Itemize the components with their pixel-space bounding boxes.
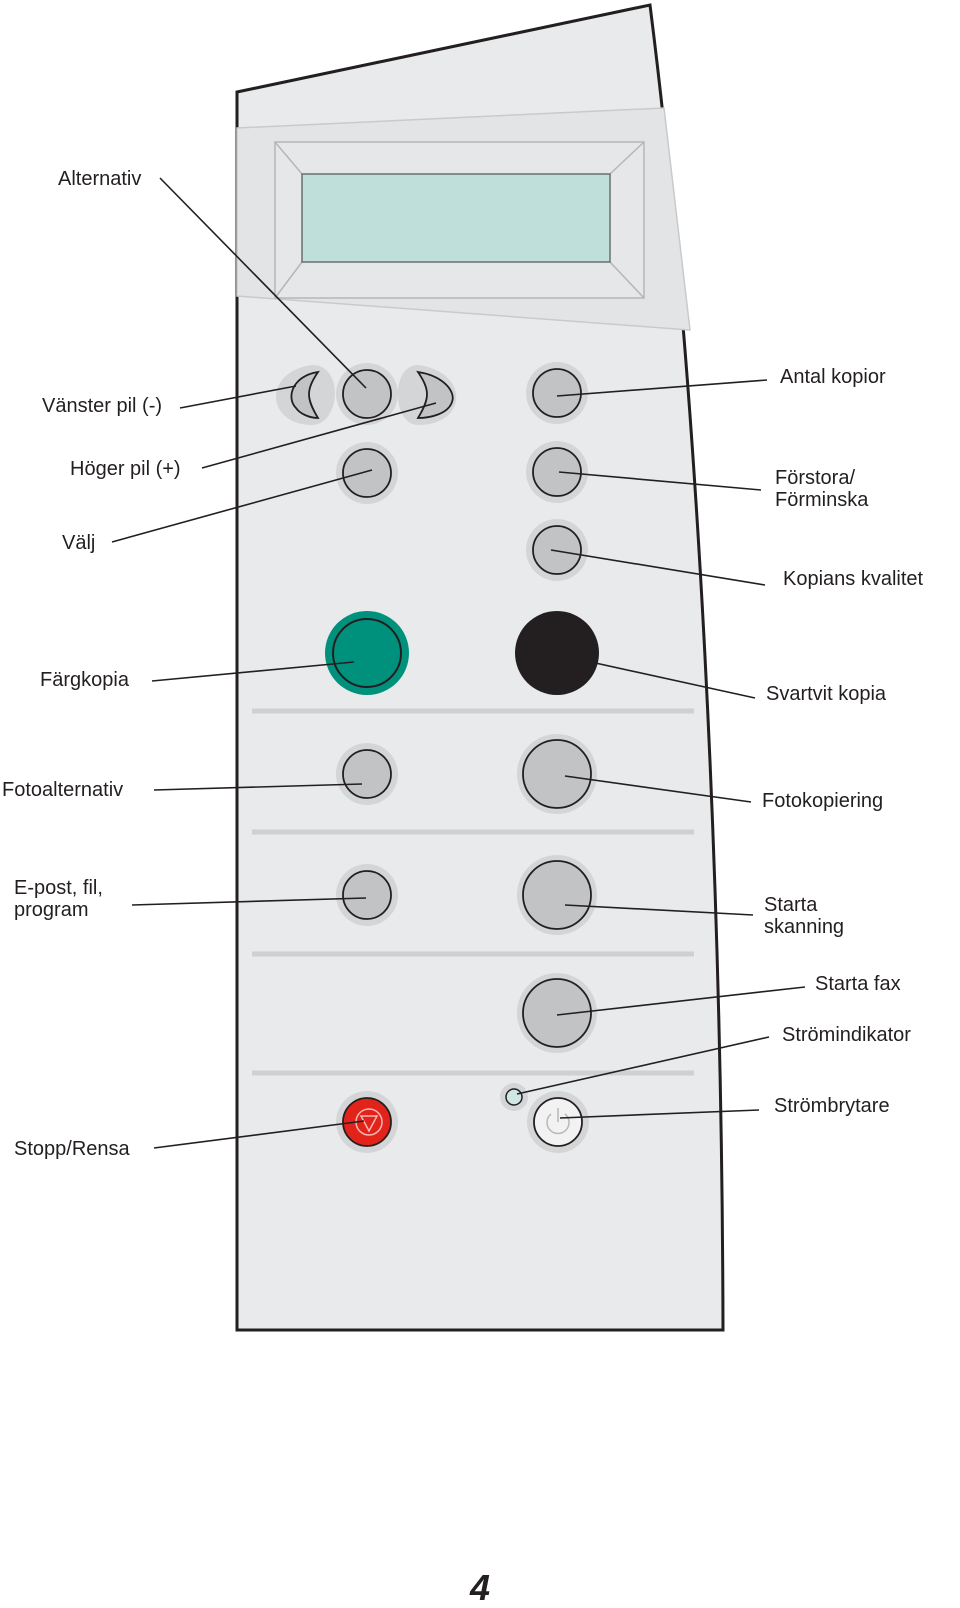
photo-copy-button[interactable]	[517, 734, 597, 814]
right-arrow-button[interactable]	[397, 365, 457, 425]
enlarge-reduce-button[interactable]	[526, 441, 588, 503]
email-file-program-button[interactable]	[336, 864, 398, 926]
label-epost: E-post, fil, program	[14, 877, 103, 921]
start-scan-button[interactable]	[517, 855, 597, 935]
stop-triangle-icon	[359, 1115, 379, 1133]
photo-options-button[interactable]	[336, 743, 398, 805]
color-copy-button[interactable]	[325, 611, 409, 695]
copy-count-button[interactable]	[526, 362, 588, 424]
label-hoger-pil: Höger pil (+)	[70, 458, 181, 480]
options-button[interactable]	[336, 363, 398, 425]
label-starta-fax: Starta fax	[815, 973, 901, 995]
label-stromindikator: Strömindikator	[782, 1024, 911, 1046]
label-fotokopiering: Fotokopiering	[762, 790, 884, 812]
lcd-display	[301, 173, 611, 263]
black-copy-button[interactable]	[515, 611, 599, 695]
label-fotoalternativ: Fotoalternativ	[2, 779, 124, 801]
label-starta-skanning: Starta skanning	[764, 894, 845, 938]
label-valj: Välj	[62, 532, 96, 554]
power-indicator-light	[500, 1083, 528, 1111]
stop-clear-button[interactable]	[336, 1091, 398, 1153]
page-number: 4	[469, 1567, 491, 1608]
label-svartvit: Svartvit kopia	[766, 683, 887, 705]
label-vanster-pil: Vänster pil (-)	[42, 395, 163, 417]
power-button[interactable]	[527, 1091, 589, 1153]
label-alternativ: Alternativ	[58, 168, 142, 190]
label-forstora: Förstora/ Förminska	[775, 467, 869, 511]
select-button[interactable]	[336, 442, 398, 504]
leader-lines	[111, 177, 806, 1149]
copy-quality-button[interactable]	[526, 519, 588, 581]
label-kopians-kvalitet: Kopians kvalitet	[783, 568, 924, 590]
panel-dividers	[252, 708, 694, 1076]
label-strombrytare: Strömbrytare	[774, 1095, 890, 1117]
label-fargkopia: Färgkopia	[40, 669, 129, 691]
power-icon	[546, 1108, 570, 1135]
left-arrow-button[interactable]	[275, 365, 335, 425]
label-antal-kopior: Antal kopior	[780, 366, 886, 388]
start-fax-button[interactable]	[517, 973, 597, 1053]
label-stopp: Stopp/Rensa	[14, 1138, 130, 1160]
